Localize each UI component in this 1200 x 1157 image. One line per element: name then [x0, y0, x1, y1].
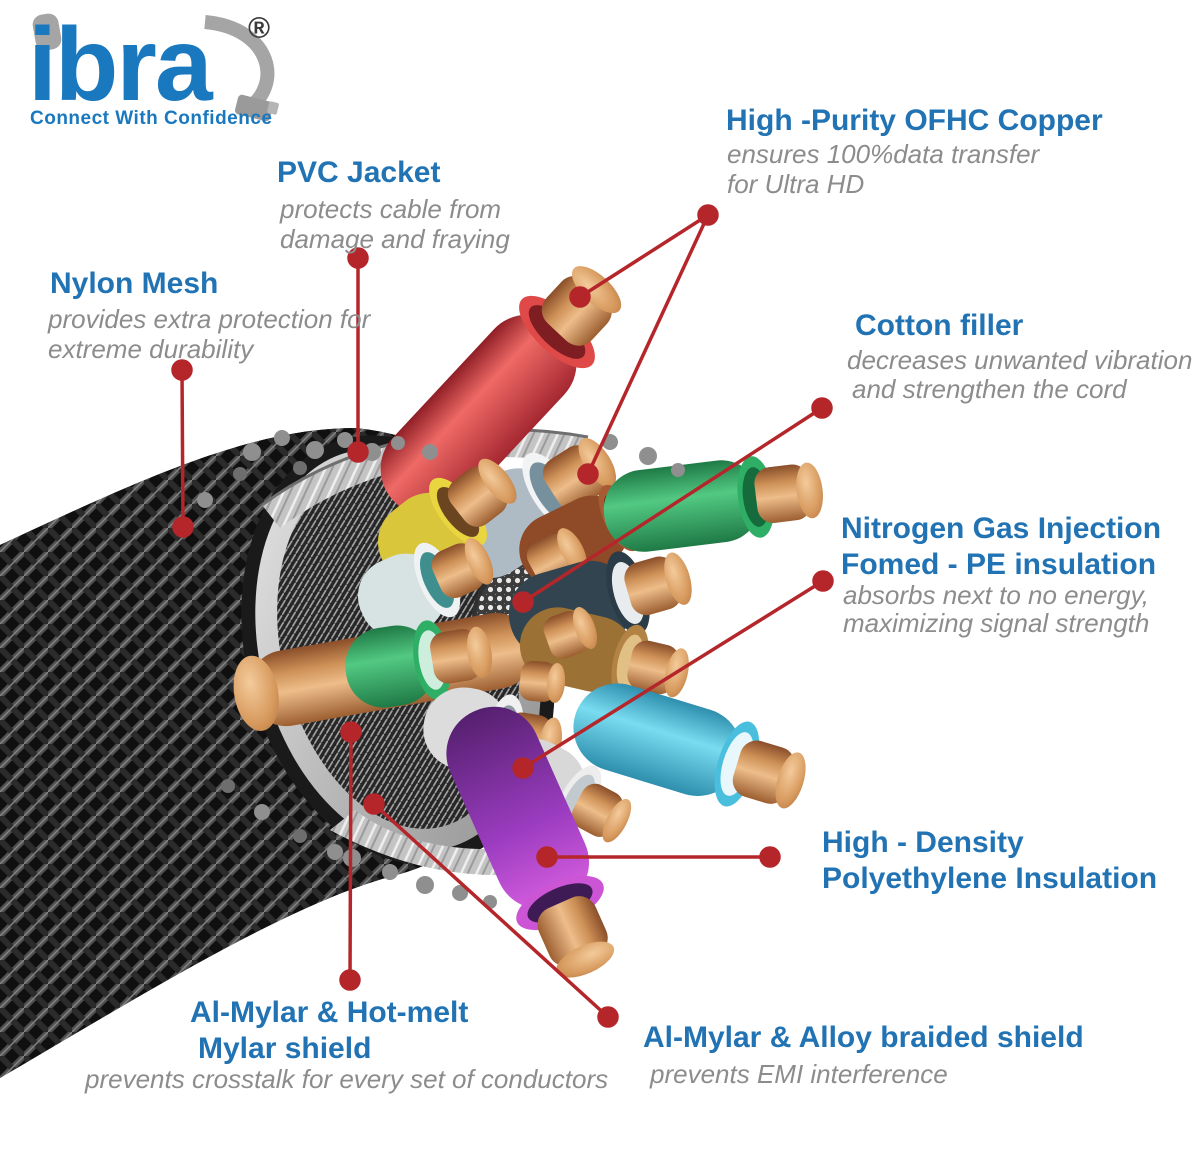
copper-tip-b [519, 660, 566, 703]
nitrogen-title-1: Nitrogen Gas Injection [841, 512, 1161, 545]
pvc-jacket-sub-1: protects cable from [279, 194, 501, 224]
registered-mark: ® [248, 12, 270, 45]
callout-pvc-jacket: PVC Jacket protects cable from damage an… [277, 156, 510, 254]
brand-name: ibra [28, 7, 214, 123]
callout-hd-polyethylene: High - Density Polyethylene Insulation [822, 826, 1157, 895]
wire-green-right [603, 456, 823, 552]
leader-nitrogen-pe [512, 570, 834, 779]
copper-tip-a [543, 607, 598, 659]
leader-al-mylar-alloy [363, 793, 619, 1028]
wire-green-mid [345, 620, 492, 708]
leader-al-mylar-hotmelt [339, 721, 362, 991]
cotton-filler-sub-1: decreases unwanted vibration [847, 345, 1192, 375]
nitrogen-sub-2: maximizing signal strength [843, 608, 1149, 638]
logo-i-dot [32, 13, 62, 51]
hdpe-title-2: Polyethylene Insulation [822, 862, 1157, 895]
mylar-hotmelt-title-2: Mylar shield [198, 1032, 371, 1065]
ofhc-copper-sub-2: for Ultra HD [727, 169, 864, 199]
leader-ofhc-copper [569, 204, 719, 485]
callout-nitrogen-pe: Nitrogen Gas Injection Fomed - PE insula… [841, 512, 1161, 638]
cotton-filler-title: Cotton filler [855, 309, 1024, 342]
nitrogen-sub-1: absorbs next to no energy, [843, 580, 1149, 610]
nitrogen-title-2: Fomed - PE insulation [841, 548, 1156, 581]
logo-usb-plug [234, 94, 274, 122]
ofhc-copper-sub-1: ensures 100%data transfer [727, 139, 1041, 169]
logo: ibra ® Connect With Confidence [28, 7, 279, 129]
mesh-strand-ends [197, 430, 685, 909]
leader-cotton-filler [512, 397, 833, 613]
leader-nylon-mesh [171, 359, 194, 538]
callout-ofhc-copper: High -Purity OFHC Copper ensures 100%dat… [726, 104, 1103, 199]
pvc-jacket-title: PVC Jacket [277, 156, 440, 189]
nylon-mesh-title: Nylon Mesh [50, 267, 218, 300]
callout-al-mylar-hotmelt: Al-Mylar & Hot-melt Mylar shield prevent… [84, 996, 608, 1094]
mylar-hotmelt-sub: prevents crosstalk for every set of cond… [84, 1064, 608, 1094]
pvc-jacket-sub-2: damage and fraying [280, 224, 510, 254]
nylon-mesh-sub-1: provides extra protection for [47, 304, 372, 334]
mylar-alloy-sub: prevents EMI interference [649, 1059, 948, 1089]
callout-al-mylar-alloy: Al-Mylar & Alloy braided shield prevents… [643, 1021, 1084, 1089]
hdpe-title-1: High - Density [822, 826, 1024, 859]
callout-cotton-filler: Cotton filler decreases unwanted vibrati… [847, 309, 1192, 404]
leader-lines [171, 204, 834, 1028]
wire-red [380, 266, 622, 518]
mylar-hotmelt-title-1: Al-Mylar & Hot-melt [190, 996, 468, 1029]
nylon-mesh-sub-2: extreme durability [48, 334, 255, 364]
leader-hd-polyethylene [536, 846, 781, 868]
callout-nylon-mesh: Nylon Mesh provides extra protection for… [47, 267, 372, 364]
logo-tagline: Connect With Confidence [30, 108, 273, 129]
mylar-alloy-title: Al-Mylar & Alloy braided shield [643, 1021, 1084, 1054]
cotton-filler-sub-2: and strengthen the cord [852, 374, 1128, 404]
ofhc-copper-title: High -Purity OFHC Copper [726, 104, 1103, 137]
cable-illustration [0, 266, 823, 1078]
wire-teal-white-left [357, 538, 494, 638]
leader-pvc-jacket [347, 247, 369, 463]
